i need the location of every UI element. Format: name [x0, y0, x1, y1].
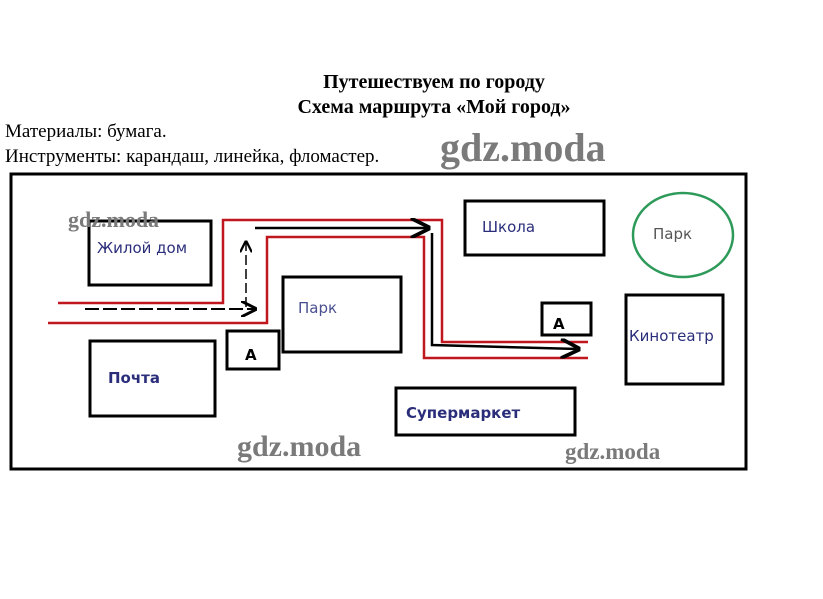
park-label: Парк	[298, 299, 337, 317]
watermark: gdz.moda	[68, 207, 160, 232]
supermarket-box	[394, 386, 577, 437]
park-circle-label: Парк	[653, 225, 692, 243]
post-box	[88, 339, 217, 418]
post-label: Почта	[108, 369, 160, 387]
bus-stop-label-1: А	[245, 346, 257, 364]
tools-text: Инструменты: карандаш, линейка, фломасте…	[5, 146, 380, 167]
bus-stop-box-1	[225, 329, 281, 371]
page-title: Путешествуем по городу	[323, 71, 545, 93]
bus-stop-box-2	[540, 301, 593, 337]
bus-stop-label-2: А	[553, 315, 565, 333]
park-circle	[631, 191, 735, 279]
supermarket-label: Супермаркет	[406, 404, 521, 422]
school-label: Школа	[482, 218, 535, 236]
cinema-box	[624, 293, 725, 386]
roads	[48, 218, 588, 360]
road-inner	[48, 235, 588, 360]
house-label: Жилой дом	[97, 239, 187, 257]
materials-text: Материалы: бумага.	[5, 121, 167, 142]
park-box	[281, 275, 403, 354]
route	[85, 228, 578, 349]
page-subtitle: Схема маршрута «Мой город»	[297, 96, 571, 118]
school-box	[463, 199, 606, 257]
watermark: gdz.moda	[440, 125, 606, 170]
road-outer	[58, 218, 588, 344]
map-frame	[9, 172, 748, 471]
watermark: gdz.moda	[237, 430, 362, 463]
house-box	[87, 219, 213, 287]
watermark: gdz.moda	[565, 439, 661, 464]
cinema-label: Кинотеатр	[629, 327, 714, 345]
route-arrow-2	[430, 233, 578, 349]
